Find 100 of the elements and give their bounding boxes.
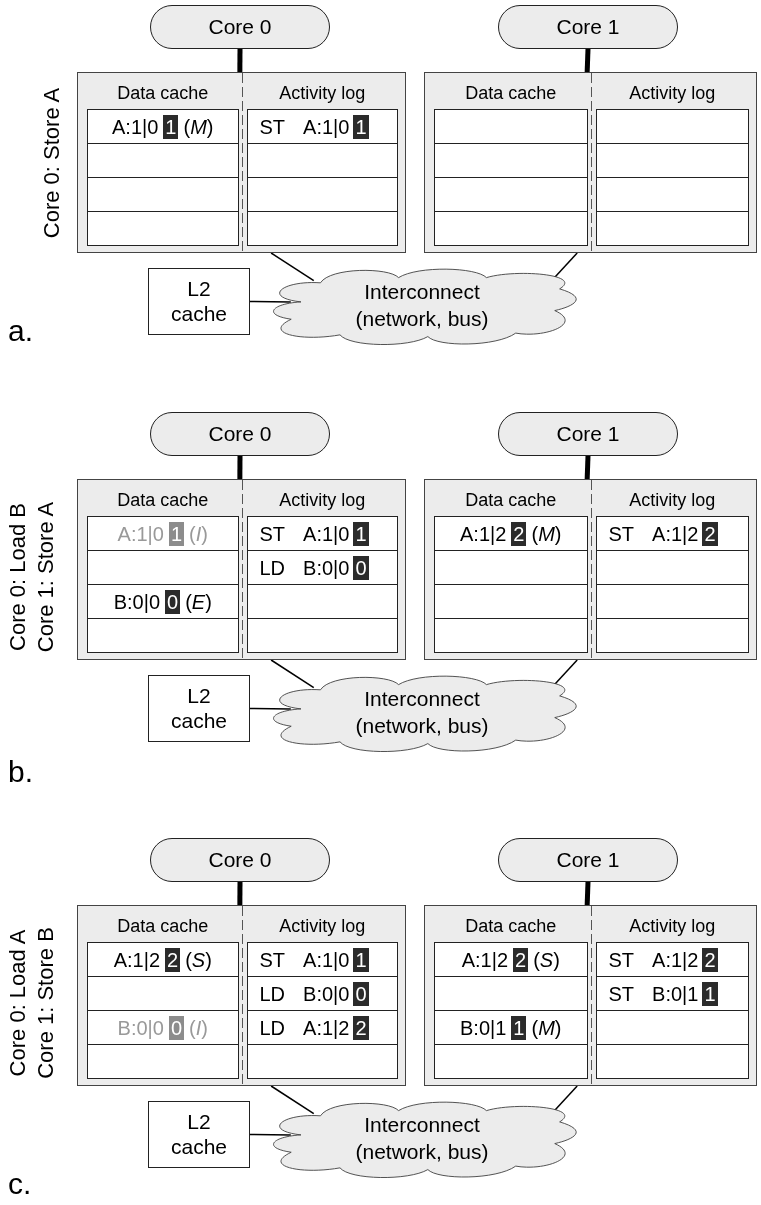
side-label: Core 0: Load A: [7, 929, 29, 1077]
log-entry: [246, 550, 398, 585]
empty-row: [87, 976, 239, 1011]
empty-row: [246, 177, 398, 212]
state-text: (M): [531, 1015, 562, 1041]
connector-line: [584, 48, 591, 73]
state-text: (I): [189, 1015, 208, 1041]
version-badge: 0: [165, 589, 181, 614]
core-pill: Core 0: [150, 5, 330, 49]
empty-row: [87, 618, 239, 653]
state-text: (M): [531, 521, 562, 547]
empty-row: [595, 1010, 749, 1045]
version-badge: 2: [702, 947, 718, 972]
empty-row: [87, 550, 239, 585]
column-header: Data cache: [464, 82, 558, 105]
cache-panel: [77, 905, 406, 1086]
version-badge: 0: [353, 555, 369, 580]
cache-panel: [424, 905, 757, 1086]
address-text: B:0|0: [117, 1015, 164, 1041]
column-header: Activity log: [628, 489, 717, 512]
core-pill: Core 1: [498, 5, 678, 49]
empty-row: [434, 143, 588, 178]
version-badge: 2: [511, 521, 527, 546]
l2-cache-box: L2 cache: [148, 675, 250, 742]
address-text: A:1|0: [303, 521, 350, 547]
version-badge: 2: [513, 947, 529, 972]
log-entry: [246, 942, 398, 977]
connector-line: [237, 49, 243, 72]
cloud-label: Interconnect (network, bus): [354, 685, 490, 739]
empty-row: [595, 550, 749, 585]
empty-row: [434, 1044, 588, 1079]
connector-line: [584, 881, 591, 906]
side-label: Core 1: Store A: [35, 501, 57, 653]
operation-text: LD: [259, 555, 286, 581]
cache-panel: [424, 72, 757, 253]
address-text: A:1|2: [461, 947, 508, 973]
log-entry: [595, 942, 749, 977]
connector-line: [237, 456, 243, 479]
address-text: A:1|2: [460, 521, 507, 547]
cache-panel: [77, 479, 406, 660]
empty-row: [246, 618, 398, 653]
empty-row: [434, 177, 588, 212]
connector-line: [249, 1133, 292, 1136]
operation-text: ST: [608, 947, 635, 973]
connector-line: [249, 300, 292, 303]
core-pill: Core 1: [498, 412, 678, 456]
log-entry: [246, 976, 398, 1011]
cache-panel: [77, 72, 406, 253]
address-text: A:1|2: [652, 521, 699, 547]
version-badge: 1: [353, 947, 369, 972]
empty-row: [87, 143, 239, 178]
version-badge: 1: [163, 114, 179, 139]
version-badge: 2: [702, 521, 718, 546]
side-label: Core 0: Store A: [41, 87, 63, 239]
empty-row: [595, 177, 749, 212]
connector-line: [270, 252, 315, 282]
empty-row: [87, 1044, 239, 1079]
column-header: Data cache: [116, 82, 210, 105]
address-text: B:0|0: [113, 589, 160, 615]
log-entry: [595, 516, 749, 551]
state-text: (S): [533, 947, 560, 973]
version-badge: 2: [165, 947, 181, 972]
empty-row: [246, 143, 398, 178]
address-text: B:0|1: [652, 981, 699, 1007]
core-pill: Core 0: [150, 412, 330, 456]
version-badge: 2: [353, 1015, 369, 1040]
column-header: Activity log: [628, 915, 717, 938]
cache-panel: [424, 479, 757, 660]
core-pill: Core 0: [150, 838, 330, 882]
empty-row: [87, 211, 239, 246]
version-badge: 0: [353, 981, 369, 1006]
cloud-label: Interconnect (network, bus): [354, 278, 490, 332]
empty-row: [595, 618, 749, 653]
column-header: Activity log: [278, 489, 367, 512]
empty-row: [434, 109, 588, 144]
connector-line: [270, 659, 315, 689]
operation-text: LD: [259, 1015, 286, 1041]
address-text: B:0|1: [460, 1015, 507, 1041]
state-text: (E): [185, 589, 212, 615]
panel-letter: b.: [8, 757, 34, 787]
connector-line: [249, 707, 292, 710]
address-text: B:0|0: [303, 981, 350, 1007]
column-header: Activity log: [628, 82, 717, 105]
version-badge: 1: [702, 981, 718, 1006]
side-label: Core 1: Store B: [35, 927, 57, 1079]
address-text: A:1|2: [303, 1015, 350, 1041]
column-header: Data cache: [464, 915, 558, 938]
empty-row: [595, 1044, 749, 1079]
cloud-label: Interconnect (network, bus): [354, 1111, 490, 1165]
log-entry: [246, 1010, 398, 1045]
column-header: Data cache: [116, 489, 210, 512]
address-text: B:0|0: [303, 555, 350, 581]
column-header: Activity log: [278, 82, 367, 105]
empty-row: [87, 177, 239, 212]
state-text: (S): [185, 947, 212, 973]
empty-row: [246, 584, 398, 619]
l2-cache-box: L2 cache: [148, 268, 250, 335]
state-text: (M): [183, 114, 214, 140]
l2-cache-box: L2 cache: [148, 1101, 250, 1168]
version-badge: 1: [511, 1015, 527, 1040]
